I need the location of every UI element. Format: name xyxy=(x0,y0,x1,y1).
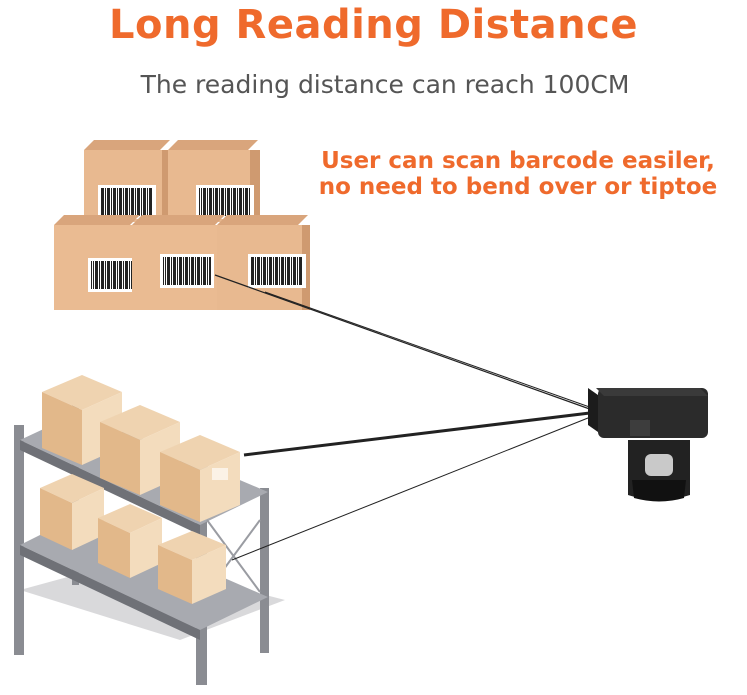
ring-barcode-scanner-icon xyxy=(588,388,708,502)
carton-front-left xyxy=(54,215,140,310)
carton-front-center xyxy=(132,215,225,310)
carton-back-right xyxy=(168,140,260,222)
carton-back-left xyxy=(84,140,172,222)
callout-line-1: User can scan barcode easiler, xyxy=(321,148,715,174)
warehouse-shelf-icon xyxy=(14,375,285,685)
callout-text: User can scan barcode easiler, no need t… xyxy=(288,148,747,200)
shelf-box xyxy=(160,435,240,522)
barcode-carton-stack-icon xyxy=(54,140,310,310)
shelf-box xyxy=(158,531,226,604)
carton-front-right xyxy=(217,215,310,310)
callout-line-2: no need to bend over or tiptoe xyxy=(318,174,718,200)
scan-beam-lines xyxy=(214,274,599,561)
page-title: Long Reading Distance xyxy=(109,2,638,48)
shelf-box xyxy=(40,474,104,550)
shelf-box xyxy=(98,504,162,578)
page-subtitle: The reading distance can reach 100CM xyxy=(140,70,630,99)
